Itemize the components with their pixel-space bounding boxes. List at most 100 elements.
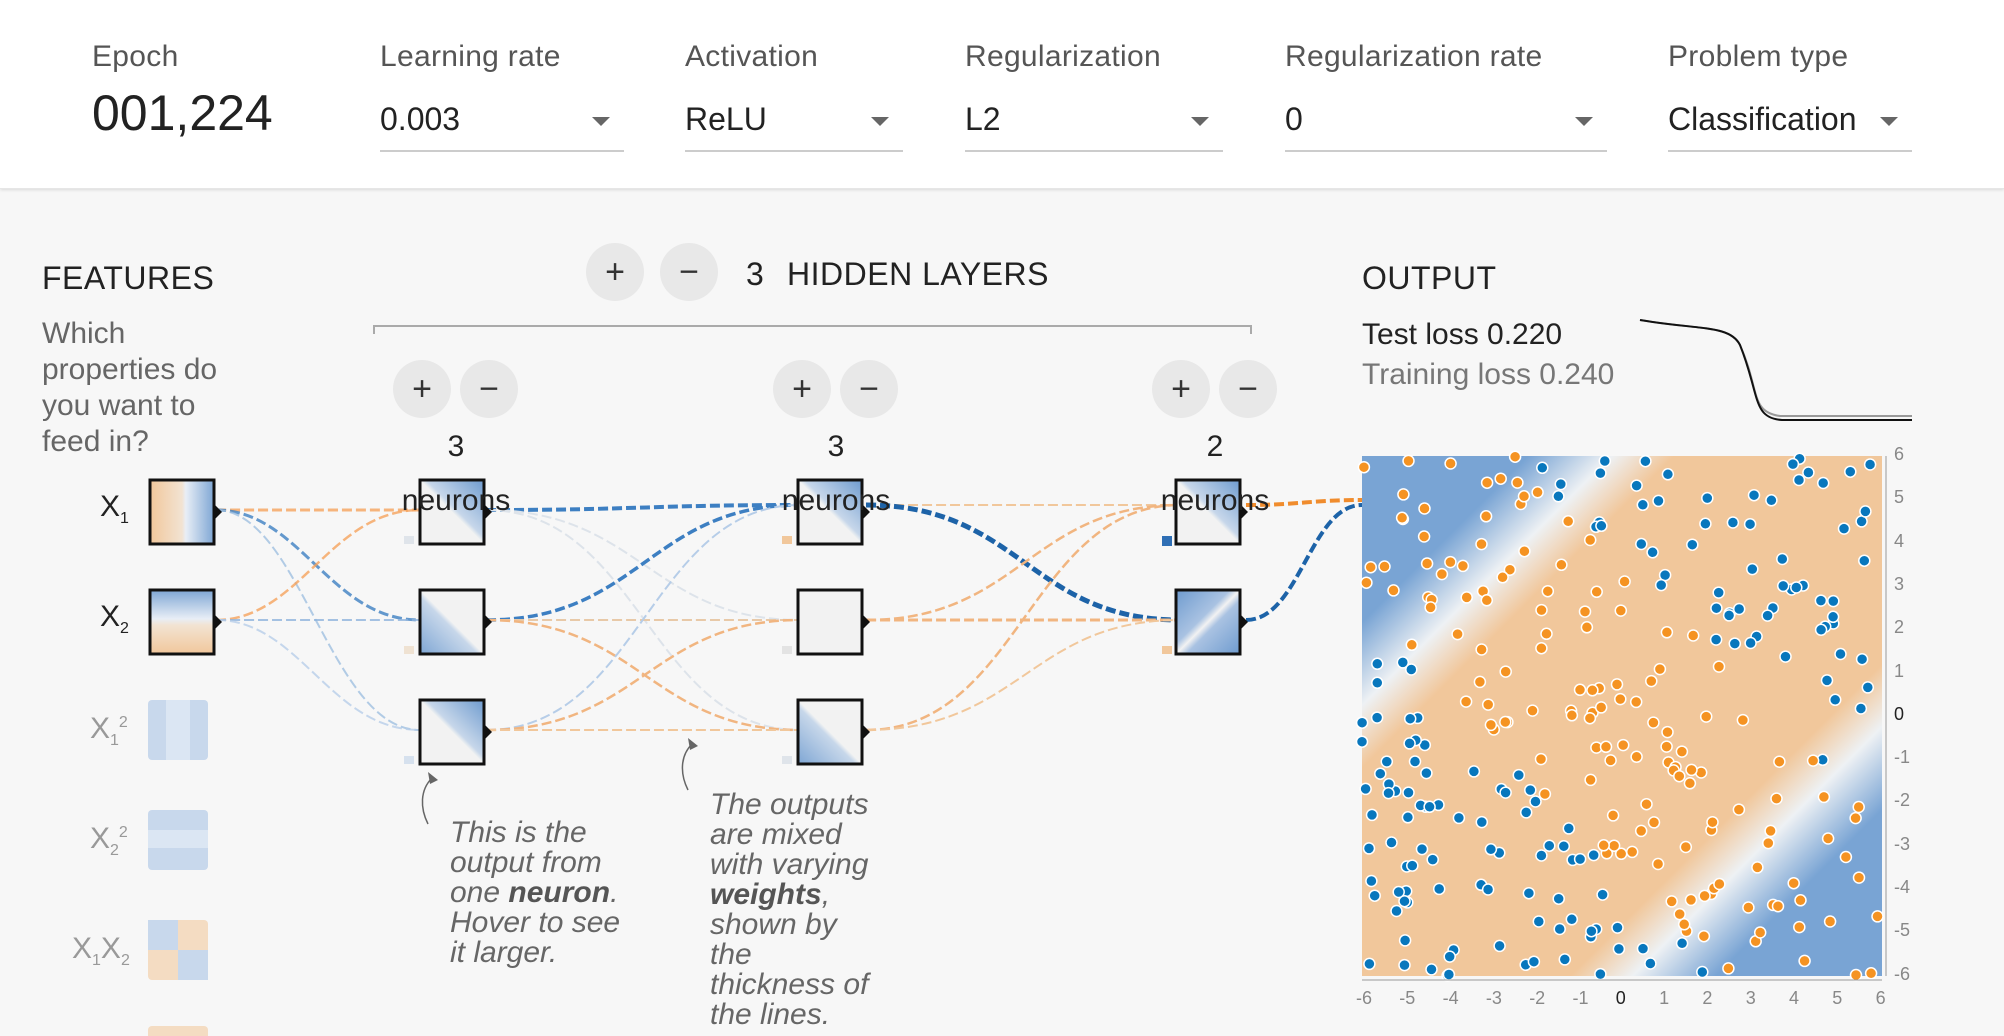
feature-base: X <box>72 932 93 965</box>
bias-indicator <box>782 646 792 654</box>
output-point <box>1697 929 1711 943</box>
output-point <box>1826 610 1840 624</box>
output-point <box>1475 815 1489 829</box>
output-point <box>1517 490 1531 503</box>
weight-link <box>485 504 801 731</box>
output-point <box>1669 760 1682 774</box>
activation-value: ReLU <box>685 101 767 137</box>
output-point <box>1750 630 1763 643</box>
weight-link <box>485 618 801 732</box>
layer-1-neurons-label: neurons <box>401 484 511 517</box>
layer-2-neurons-label: neurons <box>781 484 891 517</box>
output-point <box>1432 882 1446 896</box>
activation-label: Activation <box>685 40 819 73</box>
output-point <box>1536 461 1549 475</box>
output-point <box>1396 512 1410 526</box>
output-point <box>1827 617 1840 630</box>
neuron-1-3 <box>418 698 486 766</box>
output-point <box>1660 626 1674 639</box>
feature-sub: 1 <box>92 952 101 969</box>
output-point <box>1736 713 1750 727</box>
output-point <box>1630 750 1643 764</box>
output-point <box>1728 637 1742 650</box>
feature-sub: 1 <box>120 510 129 527</box>
output-point <box>1401 811 1415 824</box>
output-point <box>1823 915 1837 928</box>
output-point <box>1677 918 1691 931</box>
output-point <box>1742 901 1755 914</box>
output-point <box>1859 505 1872 518</box>
output-point <box>1732 803 1746 816</box>
output-point <box>1420 557 1434 570</box>
neuron-2-3 <box>796 698 864 766</box>
bias-indicator <box>782 536 792 544</box>
feature-node-partial <box>148 1026 208 1036</box>
output-point <box>1594 466 1607 480</box>
output-point <box>1590 585 1603 599</box>
node-output-arrow <box>862 614 870 630</box>
output-point <box>1766 601 1780 615</box>
problem-type-select[interactable]: Classification <box>1668 100 1912 152</box>
add-neuron-button-layer-2[interactable]: + <box>773 360 831 418</box>
output-point <box>1487 723 1501 736</box>
remove-neuron-button-layer-2[interactable]: − <box>840 360 898 418</box>
layer-3-neuron-count: 2 <box>1206 430 1224 463</box>
node-output-arrow <box>1240 614 1248 630</box>
regularization-label: Regularization <box>965 40 1161 73</box>
output-point <box>1447 943 1460 957</box>
add-neuron-button-layer-1[interactable]: + <box>393 360 451 418</box>
output-point <box>1558 953 1572 966</box>
neuron-annotation: This is the output from one neuron. Hove… <box>450 818 620 968</box>
add-layer-button[interactable]: + <box>586 243 644 301</box>
output-point <box>1625 845 1639 859</box>
add-neuron-button-layer-3[interactable]: + <box>1152 360 1210 418</box>
output-point <box>1494 472 1507 485</box>
output-point <box>1817 790 1831 804</box>
output-point <box>1359 782 1372 796</box>
output-point <box>1403 737 1416 750</box>
annotation-line: weights, <box>710 878 831 911</box>
output-point <box>1480 476 1494 489</box>
output-point <box>1610 678 1624 691</box>
output-point <box>1564 704 1578 718</box>
output-point <box>1849 968 1863 982</box>
neuron-3-2 <box>1174 588 1242 656</box>
output-point <box>1614 604 1628 617</box>
node-output-arrow <box>484 614 492 630</box>
output-point <box>1519 958 1532 972</box>
output-point <box>1442 968 1456 981</box>
annotation-line: Hover to see <box>450 906 621 939</box>
regularization-value: L2 <box>965 101 1001 137</box>
remove-layer-button[interactable]: − <box>660 243 718 301</box>
remove-neuron-button-layer-3[interactable]: − <box>1219 360 1277 418</box>
output-point <box>1419 800 1432 813</box>
epoch-value: 001,224 <box>92 85 273 141</box>
y-tick-label: 0 <box>1894 703 1905 724</box>
regularization-select[interactable]: L2 <box>965 100 1223 152</box>
output-point <box>1573 852 1587 866</box>
regularization-rate-select[interactable]: 0 <box>1285 100 1607 152</box>
feature-sub: 2 <box>110 842 119 859</box>
weight-link <box>485 503 801 512</box>
remove-neuron-button-layer-1[interactable]: − <box>460 360 518 418</box>
output-point <box>1675 745 1689 758</box>
output-point <box>1476 584 1490 598</box>
output-point <box>1796 579 1810 592</box>
learning-rate-select[interactable]: 0.003 <box>380 100 624 152</box>
output-point <box>1535 603 1548 617</box>
output-point <box>1806 754 1820 767</box>
x-tick-label: -3 <box>1485 988 1502 1008</box>
annotation-line: one neuron. <box>450 876 619 909</box>
features-title: FEATURES <box>42 260 215 296</box>
output-point <box>1496 571 1509 584</box>
output-point <box>1647 816 1661 829</box>
activation-select[interactable]: ReLU <box>685 100 903 152</box>
annotation-line: the lines. <box>710 998 831 1031</box>
regularization-rate-control: Regularization rate 0 <box>1285 40 1607 152</box>
output-point <box>1776 579 1790 593</box>
output-point <box>1658 568 1672 582</box>
feature-node-x2 <box>148 588 216 656</box>
output-point <box>1761 609 1774 622</box>
output-point <box>1828 693 1842 707</box>
output-point <box>1616 738 1630 752</box>
